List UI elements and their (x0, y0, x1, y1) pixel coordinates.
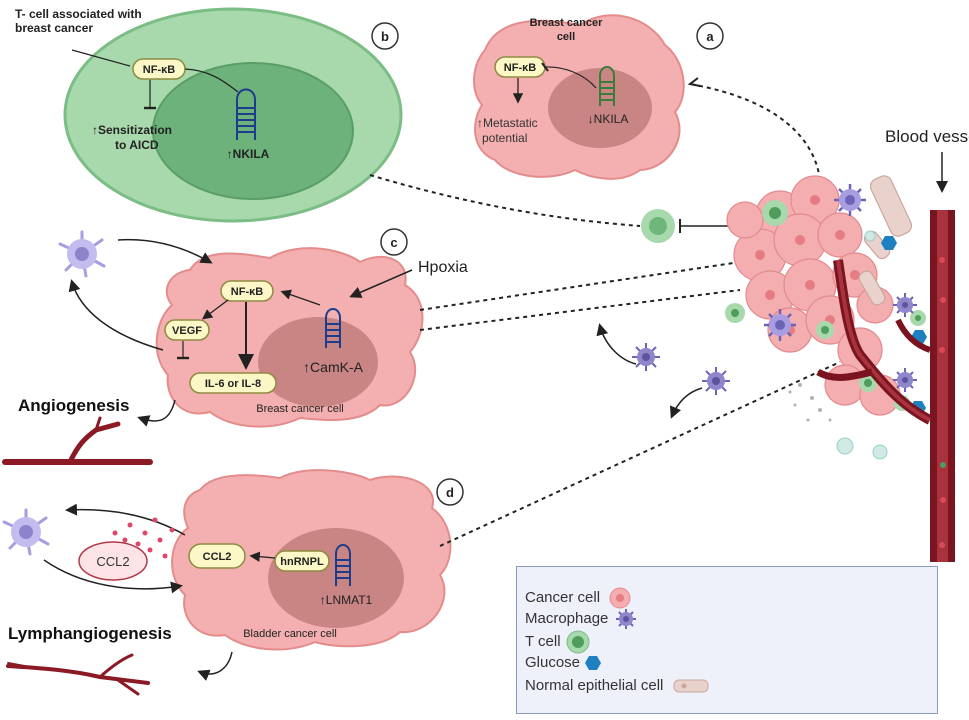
glucose-icon (585, 656, 602, 671)
panel-b-nkila: ↑NKILA (227, 147, 270, 161)
panel-c-vegf: VEGF (172, 325, 202, 337)
legend-label-macrophage: Macrophage (525, 609, 609, 627)
camk-hairpin (325, 308, 341, 348)
panel-c-nfkb: NF-κB (231, 286, 263, 298)
legend-label-epithelial: Normal epithelial cell (525, 677, 664, 694)
legend-item-cancer-cell: Cancer cell (525, 587, 632, 609)
nkila-hairpin-b (236, 88, 256, 140)
angiogenesis-vessel-icon (2, 416, 153, 465)
nkila-hairpin-a (599, 66, 615, 106)
legend-label-glucose: Glucose (525, 654, 581, 671)
panel-b: T- cell associated with breast cancer NF… (15, 7, 403, 223)
panel-b-nfkb: NF-κB (143, 64, 175, 76)
ccl2-cloud (78, 541, 148, 581)
panel-d-ccl2-cloud: CCL2 (96, 554, 129, 569)
legend-item-glucose: Glucose (525, 654, 604, 672)
lymphangiogenesis-vessel-icon (6, 653, 150, 696)
macrophage-mid-1 (632, 343, 660, 371)
panel-a-nfkb: NF-κB (504, 62, 536, 74)
macrophage-icon (615, 609, 636, 629)
panel-d-badge: d (446, 485, 454, 500)
legend-item-t-cell: T cell (525, 630, 591, 654)
panel-c-stimulus: Hpoxia (418, 259, 468, 276)
panel-a-nkila: ↓NKILA (588, 112, 629, 126)
angiogenesis-label: Angiogenesis (18, 396, 129, 415)
panel-a-badge: a (706, 29, 714, 44)
panel-a-outcome-1: ↑Metastatic (477, 116, 538, 130)
panel-d: d CCL2 hnRNPL ↑LNMAT1 Bladder cancer cel… (43, 469, 464, 681)
lnmat-hairpin (335, 544, 351, 586)
macrophage-d (2, 508, 50, 556)
legend-item-macrophage: Macrophage (525, 608, 639, 630)
legend-label-cancer: Cancer cell (525, 588, 601, 606)
lymphangiogenesis-label: Lymphangiogenesis (8, 624, 172, 643)
legend-label-tcell: T cell (525, 632, 561, 650)
panel-b-badge: b (381, 29, 389, 44)
panel-c: c Hpoxia NF-κB ↑CamK-A VEGF IL-6 or IL-8… (68, 228, 468, 428)
cluster-macrophage-lower (893, 368, 917, 392)
legend: Cancer cell Macrophage T cell Glucose No… (516, 566, 938, 714)
t-cell-icon (566, 630, 590, 654)
t-cell-title-line2: breast cancer (15, 21, 93, 35)
cancer-cell-icon (609, 587, 631, 609)
panel-c-il: IL-6 or IL-8 (205, 378, 261, 390)
panel-a-nucleus (548, 68, 652, 148)
panel-d-lnmat: ↑LNMAT1 (320, 593, 373, 607)
t-cell-title-line1: T- cell associated with (15, 7, 142, 21)
blood-vessel: Blood vessel (816, 127, 969, 562)
panel-c-nucleus (258, 317, 378, 407)
panel-d-cell-label: Bladder cancer cell (243, 628, 337, 640)
legend-item-epithelial: Normal epithelial cell (525, 677, 712, 694)
cluster-macrophage-top (834, 184, 866, 216)
macrophage-c (58, 230, 106, 278)
panel-c-camk: ↑CamK-A (303, 359, 364, 375)
macrophage-mid-2 (702, 367, 730, 395)
panel-b-outcome-2: to AICD (115, 138, 159, 152)
panel-d-ccl2-box: CCL2 (203, 551, 232, 563)
panel-c-cell-label: Breast cancer cell (256, 403, 343, 415)
ccl2-dots (112, 517, 175, 559)
blood-vessel-label: Blood vessel (885, 127, 969, 146)
panel-b-outcome-1: ↑Sensitization (92, 123, 172, 137)
tumor-cluster (725, 175, 927, 460)
dashed-connectors (369, 83, 841, 547)
panel-a-title-1: Breast cancer (530, 17, 603, 29)
cluster-macrophage-right (893, 293, 917, 317)
epithelial-cell-icon (673, 679, 709, 693)
cluster-macrophage-left (764, 309, 796, 341)
panel-a-title-2: cell (557, 31, 575, 43)
panel-c-badge: c (390, 235, 397, 250)
panel-d-hnrnpl: hnRNPL (280, 556, 324, 568)
panel-a: Breast cancer cell NF-κB ↑Metastatic pot… (473, 14, 724, 180)
panel-a-outcome-2: potential (482, 131, 527, 145)
